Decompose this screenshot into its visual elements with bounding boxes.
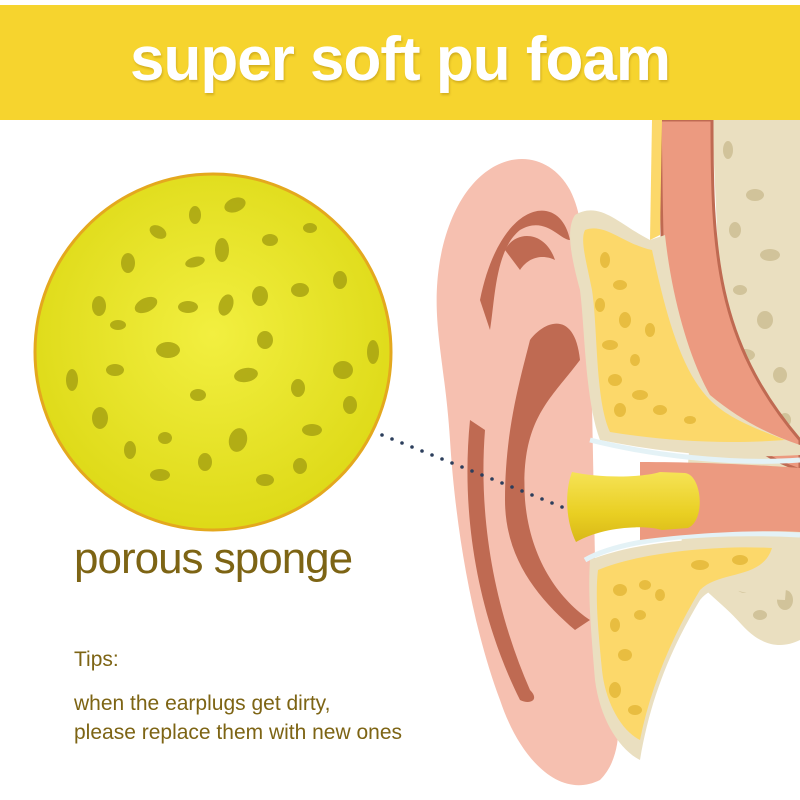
header-banner: super soft pu foam [0, 5, 800, 120]
tips-title: Tips: [74, 648, 119, 671]
tips-line-1: when the earplugs get dirty, [74, 692, 331, 715]
banner-title: super soft pu foam [129, 25, 671, 94]
pointer-line [380, 433, 564, 509]
sponge-circle [33, 172, 393, 532]
tips-line-2: please replace them with new ones [74, 721, 403, 744]
ear-diagram [436, 120, 800, 786]
sponge-label: porous sponge [74, 534, 353, 583]
product-illustration [33, 120, 800, 786]
earplug [567, 472, 700, 542]
